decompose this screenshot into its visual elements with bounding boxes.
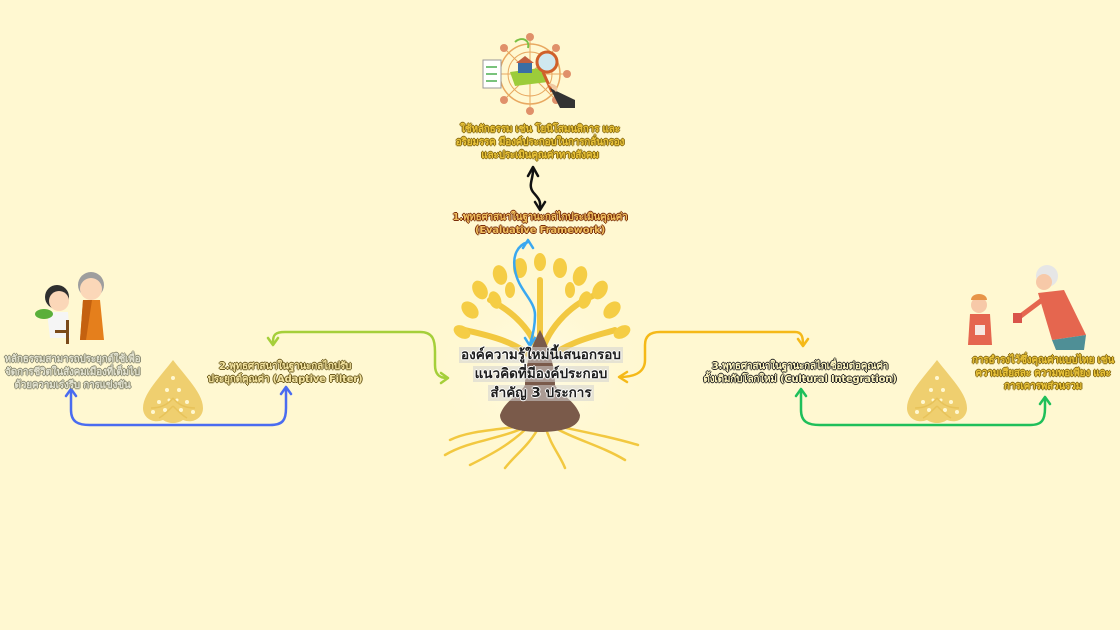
central-topic-line: สำคัญ 3 ประการ [488,385,594,401]
central-topic[interactable]: องค์ความรู้ใหม่นี้เสนอกรอบ แนวคิดที่มีอง… [446,346,636,403]
node2-description-line: หลักธรรมสามารถประยุกต์ใช้เพื่อ [4,354,141,365]
node2-title-line: ประยุกต์คุณค่า (Adaptive Filter) [207,374,363,385]
elder-and-child-puzzle-illustration [968,265,1086,350]
central-topic-line: แนวคิดที่มีองค์ประกอบ [472,366,610,382]
node3-description-line: การธำรงไว้ซึ่งคุณค่าแบบไทย เช่น [972,355,1114,366]
connector-center-node1 [513,240,537,346]
node1-title[interactable]: 1.พุทธศาสนาในฐานะกลไกประเมินคุณค่า (Eval… [430,211,650,237]
central-topic-line: องค์ความรู้ใหม่นี้เสนอกรอบ [459,347,623,363]
small-bodhi-tree-left [142,359,204,424]
node3-description-line: การเคารพส่วนรวม [1003,381,1083,392]
connector-node1-description [529,168,542,210]
node1-description-line: ใช้หลักธรรม เช่น โยนิโสมนสิการ และ [460,124,620,135]
monk-and-child-illustration [35,272,104,344]
node3-description-line: ความเสียสละ ความพอเพียง และ [975,368,1111,379]
node1-title-line: 1.พุทธศาสนาในฐานะกลไกประเมินคุณค่า [452,212,628,223]
evaluation-dharma-wheel-illustration [482,33,575,115]
connector-center-node2 [271,330,449,380]
connector-node2-description [69,386,288,427]
node3-title[interactable]: 3.พุทธศาสนาในฐานะกลไกเชื่อมต่อคุณค่า ดั้… [695,360,905,386]
small-bodhi-tree-right [906,359,968,424]
node1-description-line: อริยมรรค มีองค์ประกอบในการกลั่นกรอง [455,137,625,148]
node1-description-line: และประเมินคุณค่าทางสังคม [481,150,599,161]
node3-title-line: ดั้งเดิมกับโลกใหม่ (Cultural Integration… [703,374,897,385]
connector-center-node3 [618,330,805,379]
node2-title[interactable]: 2.พุทธศาสนาในฐานะกลไกปรับ ประยุกต์คุณค่า… [195,360,375,386]
node2-description-line: จัดการชีวิตในสังคมเมืองที่เต็มไป [5,367,140,378]
connector-node3-description [799,388,1047,427]
node3-title-line: 3.พุทธศาสนาในฐานะกลไกเชื่อมต่อคุณค่า [711,361,889,372]
node1-title-line: (Evaluative Framework) [475,225,605,236]
node2-description: หลักธรรมสามารถประยุกต์ใช้เพื่อ จัดการชีว… [0,353,145,392]
node2-title-line: 2.พุทธศาสนาในฐานะกลไกปรับ [218,361,352,372]
node1-description: ใช้หลักธรรม เช่น โยนิโสมนสิการ และ อริยม… [440,123,640,162]
node3-description: การธำรงไว้ซึ่งคุณค่าแบบไทย เช่น ความเสีย… [968,354,1118,393]
node2-description-line: ด้วยความเร่งรีบ การแข่งขัน [14,380,131,391]
